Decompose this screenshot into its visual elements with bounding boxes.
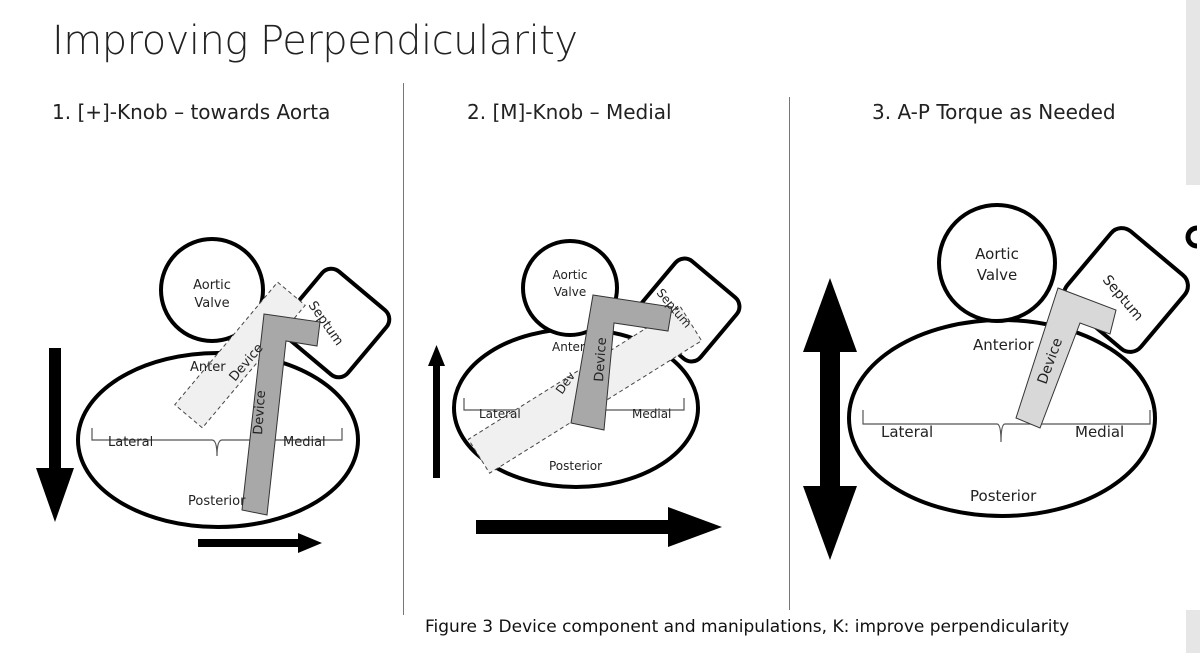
divider <box>789 97 790 610</box>
device-shape <box>241 313 321 516</box>
arrow-up-icon <box>428 345 445 478</box>
anterior-label: Anterior <box>973 336 1034 354</box>
aortic-valve-circle <box>937 203 1057 323</box>
septum-box <box>278 266 392 380</box>
arrow-right-icon <box>476 507 722 547</box>
brace <box>862 410 1151 443</box>
aortic-label: Aortic <box>553 268 588 282</box>
divider <box>403 83 404 615</box>
slide-title: Improving Perpendicularity <box>52 18 578 64</box>
aortic-label: Aortic <box>193 278 231 293</box>
panel-2-heading: 2. [M]-Knob – Medial <box>467 100 672 124</box>
valve-label: Valve <box>554 285 586 299</box>
aortic-label: Aortic <box>975 245 1019 263</box>
side-strip <box>1186 610 1200 653</box>
posterior-label: Posterior <box>549 459 602 473</box>
left-ventricle-ellipse <box>76 351 360 529</box>
posterior-label: Posterior <box>970 487 1037 505</box>
figure-caption: Figure 3 Device component and manipulati… <box>425 617 1070 637</box>
panel-3-diagram: Aortic Valve Septum Anterior Lateral Med… <box>803 203 1190 560</box>
panel-1-heading: 1. [+]-Knob – towards Aorta <box>52 100 331 124</box>
anterior-label: Anter <box>552 340 585 354</box>
device-label: Device <box>251 390 269 435</box>
medial-label: Medial <box>283 435 326 450</box>
valve-label: Valve <box>977 266 1018 284</box>
arrow-right-icon <box>198 533 322 553</box>
device-shape <box>570 294 673 431</box>
anterior-label: Anter <box>190 360 226 375</box>
lateral-label: Lateral <box>881 423 933 441</box>
lateral-label: Lateral <box>108 435 153 450</box>
medial-label: Medial <box>1075 423 1124 441</box>
brace <box>91 428 343 457</box>
arrow-down-icon <box>36 348 74 522</box>
aortic-valve-circle <box>159 237 265 343</box>
device-shape <box>1015 287 1117 429</box>
panel-2-diagram: Aortic Valve Septum Anter Lateral Medial… <box>428 239 742 547</box>
panel-3-heading: 3. A-P Torque as Needed <box>872 100 1116 124</box>
device-label: Device <box>592 337 610 382</box>
posterior-label: Posterior <box>188 494 246 509</box>
medial-label: Medial <box>632 407 671 421</box>
side-strip <box>1186 0 1200 185</box>
valve-label: Valve <box>194 296 229 311</box>
lateral-label: Lateral <box>479 407 521 421</box>
edge-shape <box>1185 225 1198 249</box>
panel-1-diagram: Aortic Valve Septum Anter Lateral Medial… <box>36 237 392 553</box>
arrow-up-down-icon <box>803 278 857 560</box>
